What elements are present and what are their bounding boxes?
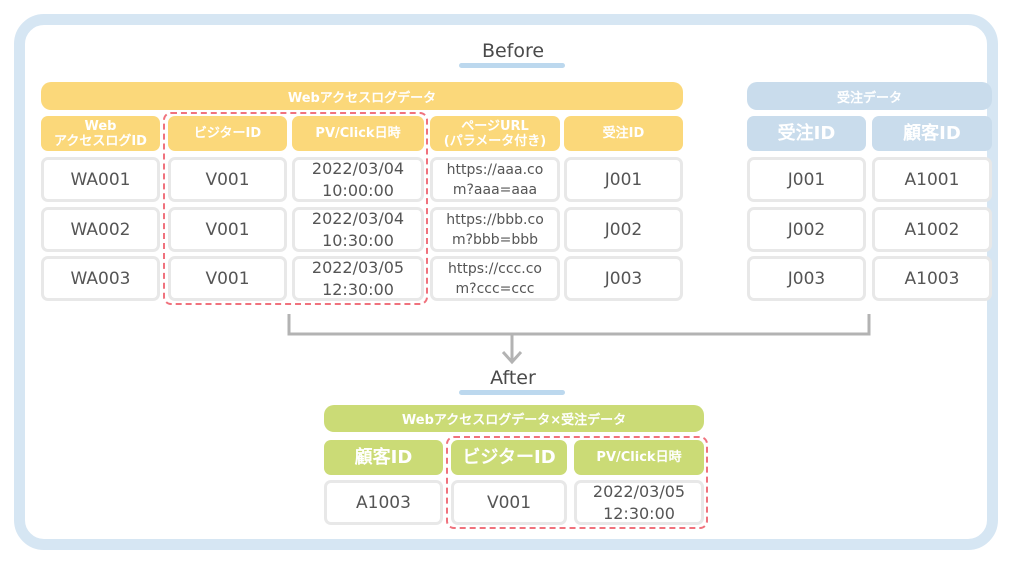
joined-header-customer-id: 顧客ID xyxy=(324,440,443,475)
web-row3-datetime: 2022/03/05 12:30:00 xyxy=(292,256,424,301)
visitor-datetime-highlight xyxy=(163,112,428,305)
web-row3-page-url: https://ccc.com?ccc=ccc xyxy=(430,256,560,301)
web-row2-visitor-id: V001 xyxy=(168,207,287,252)
joined-table-title: Webアクセスログデータ×受注データ xyxy=(324,405,704,432)
joined-header-pv-click-datetime: PV/Click日時 xyxy=(574,440,704,475)
web-row3-visitor-id: V001 xyxy=(168,256,287,301)
before-label: Before xyxy=(481,40,545,62)
web-row1-datetime: 2022/03/04 10:00:00 xyxy=(292,157,424,202)
joined-row1-datetime: 2022/03/05 12:30:00 xyxy=(574,480,704,525)
web-row1-visitor-id: V001 xyxy=(168,157,287,202)
joined-header-visitor-id: ビジターID xyxy=(451,440,567,475)
web-table-title: Webアクセスログデータ xyxy=(41,82,683,110)
order-row3-customer-id: A1003 xyxy=(872,256,992,301)
web-row2-access-log-id: WA002 xyxy=(41,207,160,252)
web-header-visitor-id: ビジターID xyxy=(168,116,287,151)
web-row1-order-id: J001 xyxy=(564,157,683,202)
after-underline xyxy=(459,390,565,395)
web-row3-order-id: J003 xyxy=(564,256,683,301)
web-row1-page-url: https://aaa.com?aaa=aaa xyxy=(430,157,560,202)
joined-row1-visitor-id: V001 xyxy=(451,480,567,525)
order-row2-customer-id: A1002 xyxy=(872,207,992,252)
before-underline xyxy=(459,63,565,68)
web-header-pv-click-datetime: PV/Click日時 xyxy=(292,116,424,151)
web-header-order-id: 受注ID xyxy=(564,116,683,151)
order-row1-order-id: J001 xyxy=(747,157,866,202)
web-header-page-url: ページURL (パラメータ付き) xyxy=(430,116,560,151)
order-header-order-id: 受注ID xyxy=(747,116,866,151)
web-header-access-log-id: Web アクセスログID xyxy=(41,116,160,151)
web-row2-page-url: https://bbb.com?bbb=bbb xyxy=(430,207,560,252)
order-row3-order-id: J003 xyxy=(747,256,866,301)
joined-row1-customer-id: A1003 xyxy=(324,480,443,525)
web-row2-order-id: J002 xyxy=(564,207,683,252)
web-row3-access-log-id: WA003 xyxy=(41,256,160,301)
web-row1-access-log-id: WA001 xyxy=(41,157,160,202)
order-row1-customer-id: A1001 xyxy=(872,157,992,202)
order-table-title: 受注データ xyxy=(747,82,992,110)
web-row2-datetime: 2022/03/04 10:30:00 xyxy=(292,207,424,252)
joined-highlight xyxy=(446,436,708,529)
after-label: After xyxy=(490,367,536,389)
order-row2-order-id: J002 xyxy=(747,207,866,252)
order-header-customer-id: 顧客ID xyxy=(872,116,992,151)
